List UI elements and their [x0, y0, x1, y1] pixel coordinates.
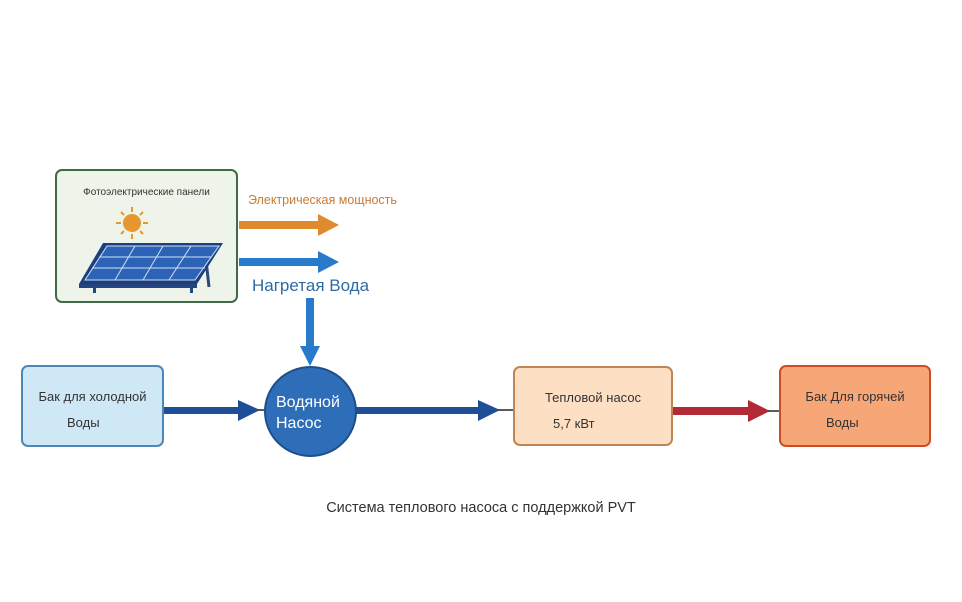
- heat-pump-power: 5,7 кВт: [553, 416, 595, 431]
- diagram-caption: Система теплового насоса с поддержкой PV…: [326, 500, 636, 516]
- water-pump-node: Водяной Насос: [264, 366, 357, 457]
- cold-tank-label-2: Воды: [67, 415, 100, 430]
- electric-power-label: Электрическая мощность: [248, 193, 397, 207]
- hot-water-tank: Бак Для горячей Воды: [779, 365, 931, 447]
- sun-icon: [116, 207, 148, 239]
- heated-water-arrow: [239, 251, 339, 273]
- heated-water-label: Нагретая Вода: [252, 276, 370, 295]
- hot-tank-label-1: Бак Для горячей: [805, 389, 905, 404]
- pv-panel-box: Фотоэлектрические панели: [55, 169, 238, 303]
- electric-power-arrow: [239, 214, 339, 236]
- pump-label-1: Водяной: [276, 394, 340, 411]
- solar-panel-icon: [79, 207, 223, 293]
- cold-to-pump-arrow: [164, 400, 266, 421]
- heatpump-to-hot-arrow: [673, 400, 780, 422]
- pump-to-heatpump-arrow: [356, 400, 514, 421]
- pv-panel-title: Фотоэлектрические панели: [83, 187, 210, 198]
- heat-pump-box: Тепловой насос 5,7 кВт: [513, 366, 673, 446]
- cold-water-tank: Бак для холодной Воды: [21, 365, 164, 447]
- pump-label-2: Насос: [276, 415, 322, 432]
- cold-tank-label-1: Бак для холодной: [38, 389, 147, 404]
- hot-tank-label-2: Воды: [826, 415, 859, 430]
- heat-pump-label: Тепловой насос: [544, 390, 642, 405]
- water-down-arrow: [300, 298, 320, 366]
